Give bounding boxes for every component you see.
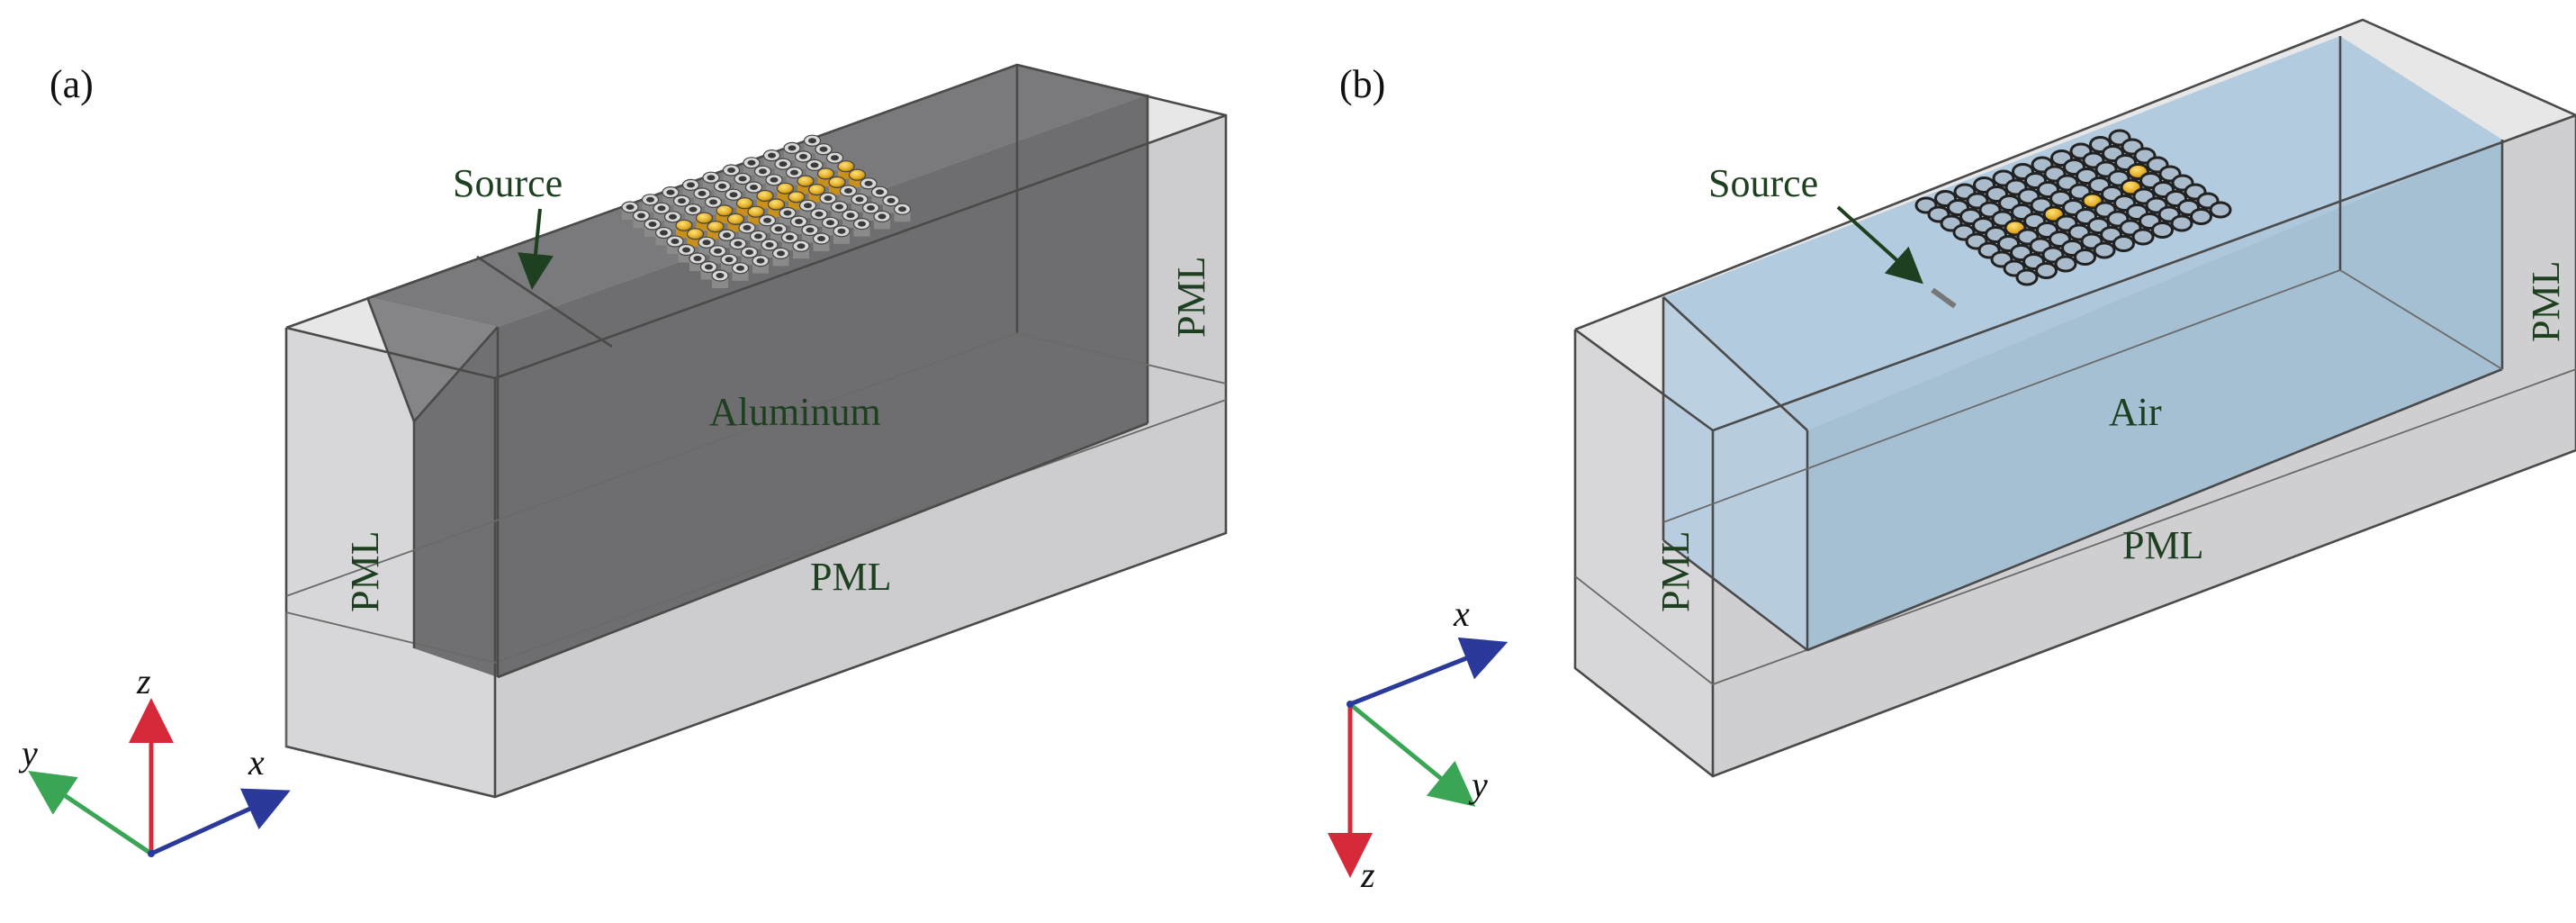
scatterer-ring: [842, 209, 860, 229]
scatterer-ring: [851, 193, 869, 213]
scatterer-ring: [653, 202, 671, 222]
panel-a-medium-label: Aluminum: [709, 390, 881, 434]
scatterer-ring: [798, 199, 817, 219]
panel-b-y-axis-arrow: [1348, 702, 1476, 807]
scatterer-ring: [2209, 201, 2232, 219]
scatterer-ring: [2035, 262, 2058, 279]
panel-b-label: (b): [1339, 62, 1385, 106]
scatterer-ring: [713, 180, 732, 199]
panel-a-axis-triad: z y x: [18, 661, 291, 857]
panel-b-source-label: Source: [1708, 161, 1818, 205]
scatterer-gold: [848, 168, 867, 188]
scatterer-ring: [873, 210, 891, 230]
panel-b-x-axis-arrow: [1349, 637, 1509, 707]
panel-a-pml-bottom-label: PML: [810, 555, 891, 599]
panel-b: (b): [1328, 18, 2576, 895]
panel-b-pml-bottom-label: PML: [2122, 523, 2203, 567]
panel-b-y-axis-label: y: [1468, 765, 1488, 805]
scatterer-ring: [689, 252, 707, 271]
scatterer-ring: [861, 202, 880, 221]
panel-b-axis-triad: x y z: [1328, 593, 1509, 895]
panel-b-pml-right-label: PML: [2524, 261, 2568, 342]
panel-a-scatterer-lattice: [621, 134, 912, 288]
panel-b-medium-label: Air: [2109, 390, 2162, 434]
scatterer-ring: [2131, 228, 2155, 246]
scatterer-ring: [731, 262, 750, 281]
panel-b-source-arrow: [1836, 205, 1923, 285]
scatterer-ring: [2112, 235, 2135, 252]
scatterer-ring: [2190, 208, 2212, 225]
panel-a-edges: [284, 63, 1228, 799]
panel-b-edges: [1573, 18, 2576, 778]
scatterer-gold: [686, 228, 705, 247]
scatterer-ring: [711, 269, 729, 288]
panel-a-z-axis-label: z: [136, 661, 151, 701]
scatterer-ring: [2054, 255, 2077, 273]
scatterer-ring: [2151, 222, 2174, 239]
panel-a: (a): [18, 62, 1228, 857]
scatterer-ring: [752, 255, 770, 274]
panel-b-pml-left-label: PML: [1653, 531, 1698, 612]
panel-a-source-arrow: [518, 208, 554, 290]
panel-a-x-axis-arrow: [149, 788, 291, 856]
scatterer-ring: [749, 230, 768, 249]
scatterer-ring: [2074, 249, 2096, 266]
panel-a-source-label: Source: [453, 161, 563, 205]
scatterer-ring: [699, 260, 718, 280]
scatterer-ring: [852, 218, 871, 237]
scatterer-ring: [684, 204, 702, 222]
panel-a-y-axis-label: y: [18, 733, 38, 774]
panel-b-source-element: [1931, 287, 1957, 309]
panel-a-pml-left-label: PML: [343, 531, 387, 612]
scatterer-ring: [761, 239, 779, 258]
panel-a-y-axis-arrow: [28, 771, 153, 856]
scatterer-gold: [747, 205, 765, 225]
scatterer-ring: [882, 195, 900, 213]
panel-b-x-axis-label: x: [1453, 593, 1470, 634]
panel-a-pml-right-label: PML: [1169, 257, 1213, 338]
scatterer-ring: [812, 232, 831, 251]
scatterer-ring: [2015, 268, 2039, 286]
scatterer-ring: [893, 203, 912, 222]
panel-b-z-axis-label: z: [1360, 855, 1375, 895]
scatterer-ring: [785, 167, 804, 186]
panel-a-x-axis-label: x: [248, 742, 265, 783]
scatterer-ring: [819, 192, 837, 212]
scatterer-ring: [698, 236, 716, 256]
scatterer-ring: [825, 151, 844, 171]
scatterer-ring: [771, 247, 790, 267]
scatterer-ring: [744, 181, 763, 200]
scatterer-ring: [792, 240, 810, 259]
panel-b-scatterer-lattice: [1914, 129, 2232, 286]
panel-a-label: (a): [50, 62, 94, 106]
scatterer-ring: [833, 225, 851, 244]
scatterer-ring: [783, 141, 801, 161]
scatterer-ring: [2093, 241, 2116, 259]
scatterer-ring: [2170, 214, 2193, 232]
